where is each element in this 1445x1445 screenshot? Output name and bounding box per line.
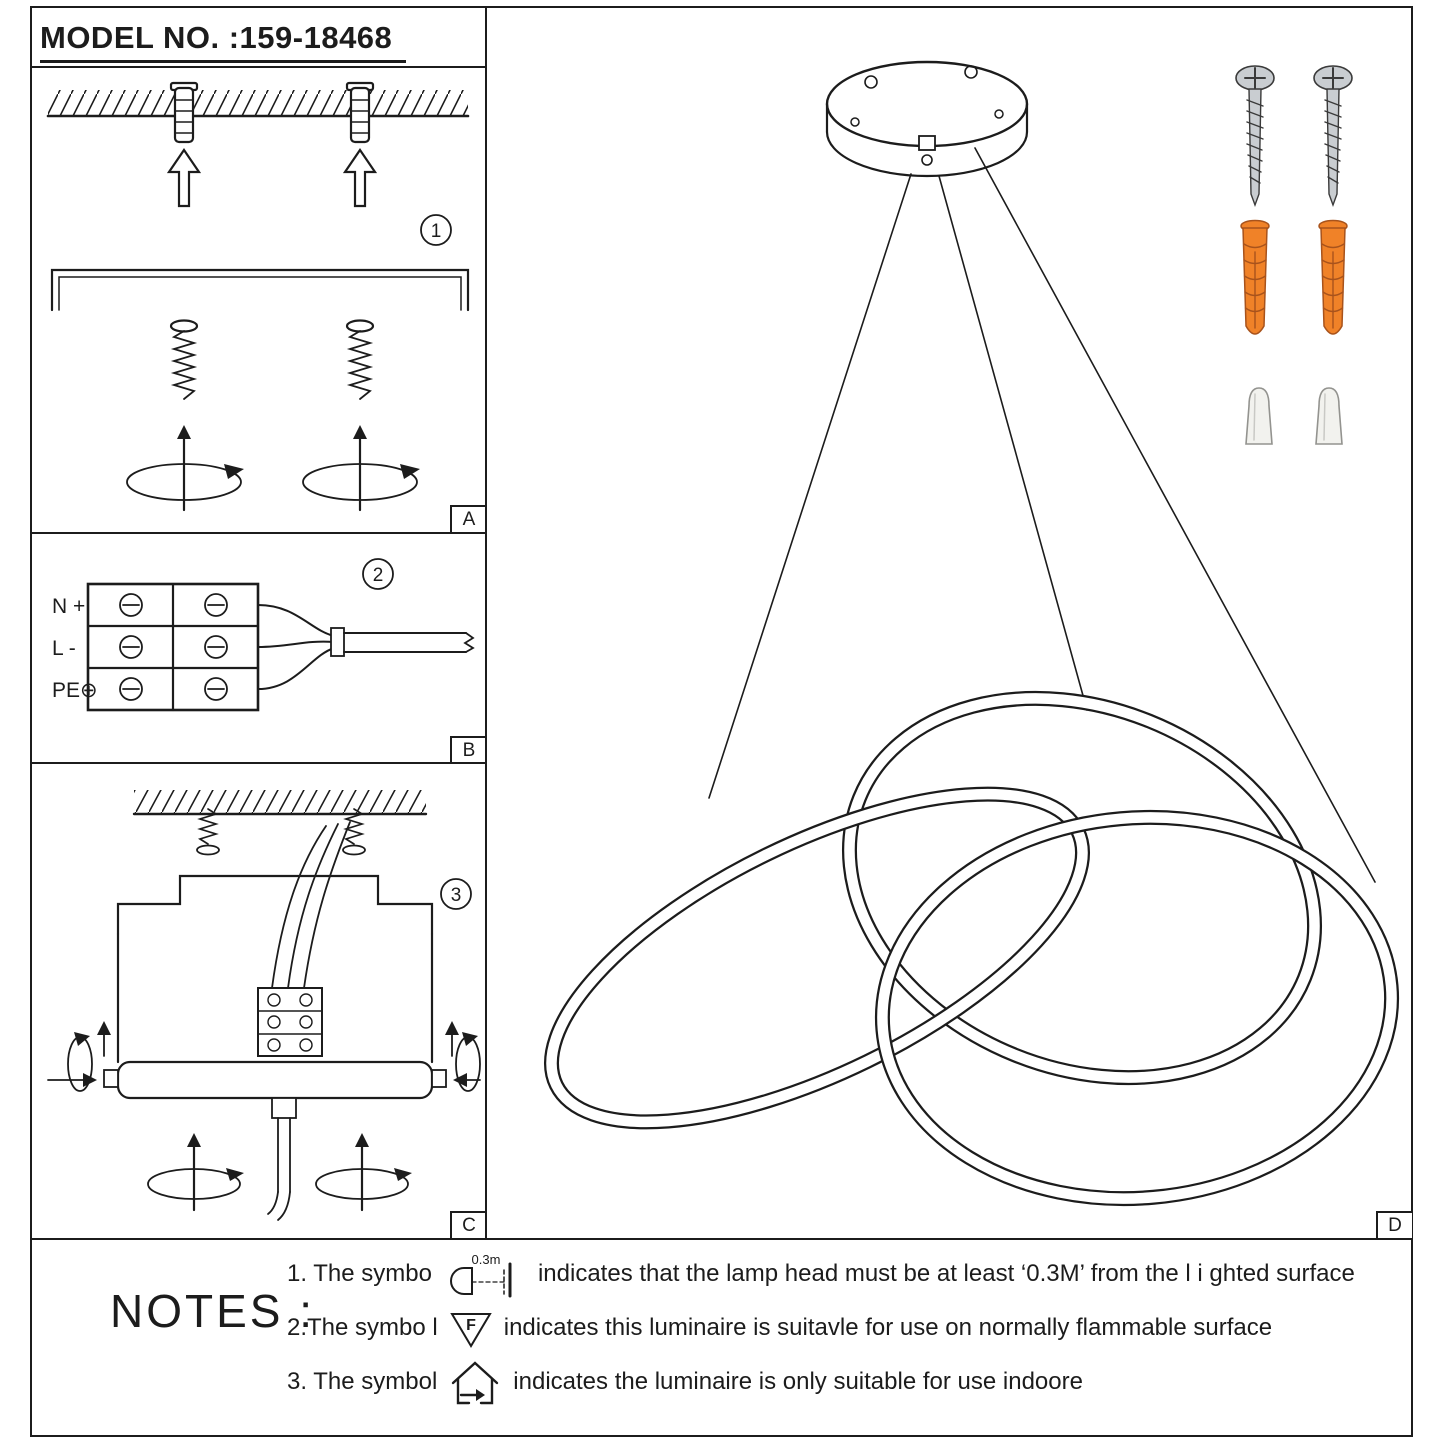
note-2-text: indicates this luminaire is suitavle for… bbox=[503, 1314, 1273, 1341]
side-rotation-arrow-icon bbox=[47, 1021, 111, 1092]
step-number-badge: 3 bbox=[440, 878, 472, 910]
pendant-cable bbox=[267, 1097, 297, 1221]
wall-plug-icon bbox=[1239, 219, 1271, 336]
ceiling-canopy bbox=[825, 60, 1029, 178]
pendant-rings bbox=[544, 690, 1400, 1207]
mounting-bracket bbox=[50, 268, 470, 312]
terminal-label-neutral: N + bbox=[52, 595, 85, 618]
note-2-prefix: 2.The symbo l bbox=[287, 1314, 438, 1341]
pendant-light-panel: D bbox=[485, 6, 1413, 1240]
note-2: 2.The symbo l F indicates this luminaire… bbox=[287, 1302, 1355, 1354]
push-up-arrow-icon bbox=[166, 148, 202, 208]
notes-title: NOTES : bbox=[110, 1285, 316, 1337]
step-number: 1 bbox=[431, 221, 442, 242]
step-3-diagram: 3 bbox=[47, 790, 481, 1221]
ceiling-hatch bbox=[46, 90, 470, 118]
ceiling-screw-icon bbox=[196, 808, 220, 856]
supply-cable bbox=[257, 604, 475, 690]
wire-connector-icon bbox=[1244, 386, 1274, 446]
terminal-labels: N + L - PE⊕ bbox=[52, 595, 98, 702]
step-number: 3 bbox=[451, 885, 462, 906]
rotation-arrow-icon bbox=[302, 425, 420, 512]
panel-tab-d-label: D bbox=[1388, 1215, 1402, 1236]
step-number: 2 bbox=[373, 565, 384, 586]
panel-tab-b: B bbox=[450, 736, 486, 764]
min-distance-icon: 0.3m bbox=[442, 1250, 528, 1298]
hardware-kit bbox=[1234, 64, 1354, 446]
model-number: MODEL NO. :159-18468 bbox=[40, 20, 407, 63]
ring-upper bbox=[841, 690, 1323, 1086]
mounting-screw-icon bbox=[169, 319, 199, 400]
indoor-use-icon bbox=[447, 1357, 503, 1407]
hardware-screw-icon bbox=[1234, 64, 1276, 207]
step-3-panel: 3 C bbox=[30, 762, 487, 1240]
wall-anchor-icon bbox=[169, 81, 199, 144]
note-3: 3. The symbol indicates the luminaire is… bbox=[287, 1356, 1355, 1408]
note-3-text: indicates the luminaire is only suitable… bbox=[513, 1368, 1083, 1395]
step-number-badge: 2 bbox=[362, 558, 394, 590]
ceiling-screw-icon bbox=[342, 808, 366, 856]
note-1-text: indicates that the lamp head must be at … bbox=[537, 1260, 1355, 1287]
wall-plug-icon bbox=[1317, 219, 1349, 336]
step-2-wiring-diagram: N + L - PE⊕ 2 bbox=[52, 558, 475, 712]
note-1-prefix: 1. The symbo bbox=[287, 1260, 432, 1287]
panel-tab-a: A bbox=[450, 505, 486, 533]
notes-panel: NOTES : 1. The symbo 0.3m indicates that… bbox=[30, 1238, 1413, 1437]
step-1-diagram: 1 bbox=[46, 81, 470, 512]
side-rotation-arrow-icon bbox=[445, 1021, 481, 1092]
ring-left bbox=[544, 786, 1090, 1130]
panel-tab-c: C bbox=[450, 1211, 486, 1239]
ring-lower bbox=[874, 809, 1400, 1207]
mains-wires bbox=[271, 821, 351, 989]
terminal-block bbox=[86, 582, 260, 712]
flammable-surface-icon: F bbox=[448, 1306, 494, 1350]
note-list: 1. The symbo 0.3m indicates that the lam… bbox=[287, 1248, 1355, 1408]
note-1: 1. The symbo 0.3m indicates that the lam… bbox=[287, 1248, 1355, 1300]
canopy-cross-section bbox=[103, 874, 447, 1100]
terminal-block bbox=[257, 987, 323, 1057]
push-up-arrow-icon bbox=[342, 148, 378, 208]
step-number-badge: 1 bbox=[420, 214, 452, 246]
wire-connector-icon bbox=[1314, 386, 1344, 446]
pendant-light-diagram bbox=[544, 60, 1400, 1207]
flammable-surface-label: F bbox=[466, 1317, 476, 1334]
min-distance-label: 0.3m bbox=[472, 1252, 501, 1267]
step-1-panel: 1 A bbox=[30, 66, 487, 534]
panel-tab-d: D bbox=[1376, 1211, 1412, 1239]
mounting-screw-icon bbox=[345, 319, 375, 400]
terminal-label-earth: PE⊕ bbox=[52, 679, 98, 702]
note-3-prefix: 3. The symbol bbox=[287, 1368, 438, 1395]
panel-tab-c-label: C bbox=[462, 1215, 476, 1236]
suspension-wires bbox=[708, 147, 1376, 883]
rotation-arrow-icon bbox=[315, 1133, 412, 1212]
hardware-screw-icon bbox=[1312, 64, 1354, 207]
step-2-panel: N + L - PE⊕ 2 B bbox=[30, 532, 487, 765]
terminal-label-live: L - bbox=[52, 637, 76, 660]
rotation-arrow-icon bbox=[126, 425, 244, 512]
panel-tab-a-label: A bbox=[462, 509, 476, 530]
ceiling-hatch bbox=[132, 790, 428, 816]
rotation-arrow-icon bbox=[147, 1133, 244, 1212]
wall-anchor-icon bbox=[345, 81, 375, 144]
panel-tab-b-label: B bbox=[462, 740, 476, 761]
